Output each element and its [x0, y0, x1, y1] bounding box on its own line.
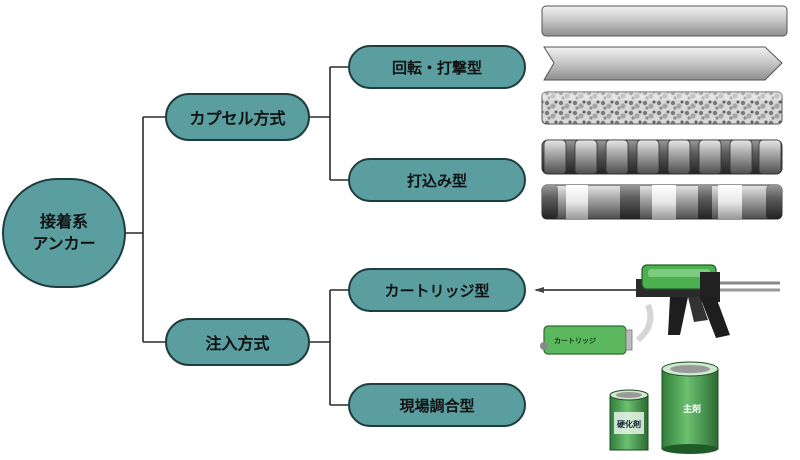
leaf-label-driven: 打込み型 [406, 171, 467, 190]
root-label-line2: アンカー [32, 234, 96, 253]
hardener-can-label: 硬化剤 [617, 419, 641, 429]
cartridge-tube: カートリッジ [540, 325, 633, 355]
product-illustrations: カートリッジ 硬化剤 主剤 [534, 5, 788, 454]
root-label-line1: 接着系 [39, 212, 88, 231]
branch-label-injection: 注入方式 [205, 334, 270, 353]
leaf-node-rotary-impact: 回転・打撃型 [348, 45, 526, 89]
branch-node-capsule: カプセル方式 [165, 93, 310, 141]
glass-capsule-1 [541, 5, 788, 37]
leaf-node-driven: 打込み型 [348, 158, 526, 202]
leaf-label-rotary-impact: 回転・打撃型 [391, 58, 482, 77]
main-agent-can: 主剤 [661, 361, 719, 454]
root-node: 接着系 アンカー [2, 178, 126, 288]
hardener-can: 硬化剤 [609, 389, 649, 451]
segmented-capsule-2 [541, 184, 783, 220]
cartridge-gun [534, 264, 780, 343]
gravel-capsule [541, 91, 783, 125]
branch-node-injection: 注入方式 [165, 318, 310, 366]
leaf-node-cartridge: カートリッジ型 [348, 268, 526, 312]
glass-capsule-2 [543, 46, 783, 81]
leaf-label-cartridge: カートリッジ型 [384, 281, 490, 300]
cartridge-tube-label: カートリッジ [554, 337, 596, 345]
main-agent-can-label: 主剤 [683, 403, 701, 415]
leaf-label-onsite-mix: 現場調合型 [399, 396, 475, 415]
branch-label-capsule: カプセル方式 [189, 109, 286, 128]
leaf-node-onsite-mix: 現場調合型 [348, 383, 526, 427]
segmented-capsule-1 [541, 139, 783, 175]
